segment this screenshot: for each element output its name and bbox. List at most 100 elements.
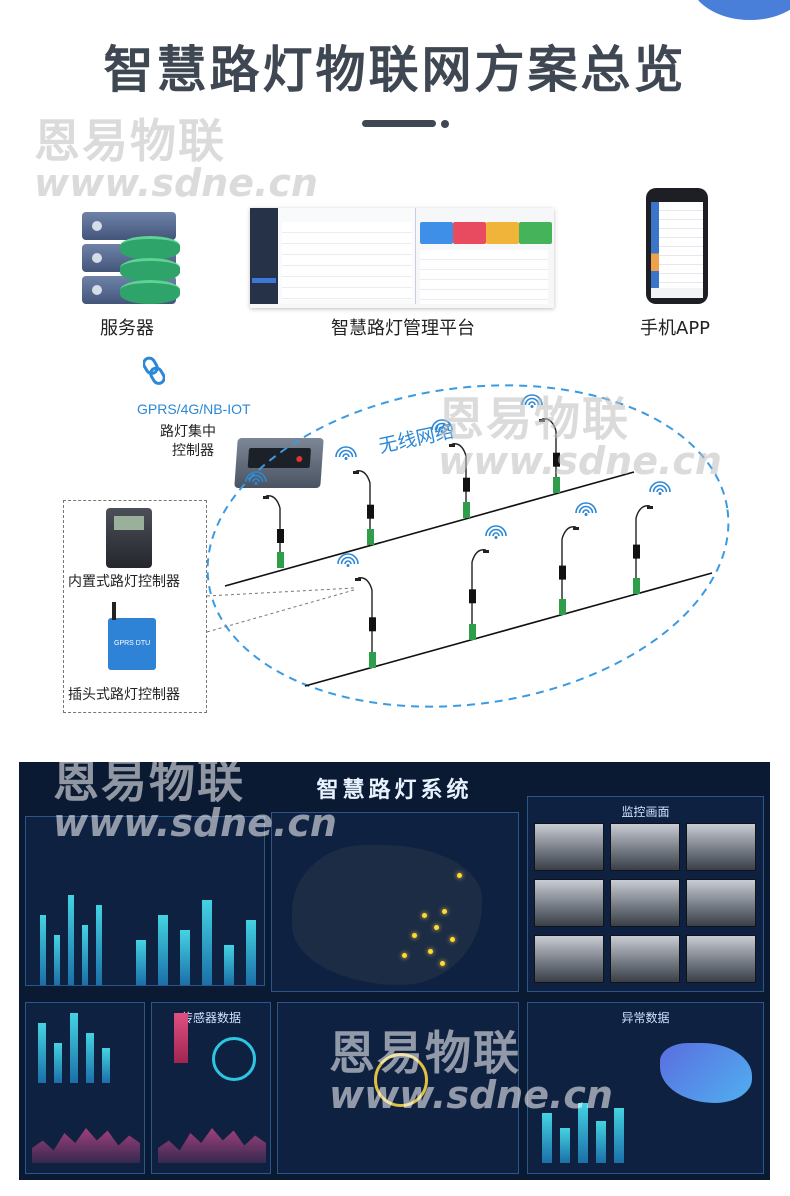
street-light-base [553,477,560,493]
title-underline [362,120,436,127]
wifi-icon [338,449,354,458]
wifi-icon-dot [344,457,348,460]
street-light-base [469,624,476,640]
builtin-controller-device [106,508,152,568]
street-light-controller [559,565,566,580]
street-light-arm [561,526,577,540]
wifi-icon [575,502,597,514]
street-light-base [463,502,470,518]
wifi-icon [344,560,352,565]
wifi-icon [340,556,356,565]
street-light-base [369,652,376,668]
street-light-lamp [263,496,269,499]
street-light-controller [469,589,476,604]
database-icon [120,236,180,308]
street-light-controller [367,504,374,519]
dashboard-panel-stats [25,816,265,986]
server-icon [82,212,182,307]
controller-legend-box [63,500,207,713]
street-light-lamp [647,506,653,509]
wifi-icon [245,471,267,483]
callout-line-builtin [206,587,355,597]
wifi-icon [337,553,359,565]
concentrator-label-line1: 路灯集中 [160,424,216,440]
street-light-lamp [539,419,545,422]
wifi-icon [652,484,668,493]
sensor-panel-title: 传感器数据 [180,1011,241,1025]
dashboard-panel-map [271,812,519,992]
wifi-icon [252,478,260,483]
wifi-icon-dot [440,430,444,433]
wifi-icon [524,397,540,406]
platform-label: 智慧路灯管理平台 [331,318,475,339]
wifi-icon [492,532,500,537]
wifi-icon [521,394,543,406]
street-light-arm [541,418,557,432]
title-dot [441,120,449,128]
wifi-icon [649,481,671,493]
dashboard-title: 智慧路灯系统 [316,778,473,803]
wifi-icon [528,401,536,406]
builtin-controller-label: 内置式路灯控制器 [68,574,180,590]
wifi-icon-dot [346,564,350,567]
street-light-controller [463,477,470,492]
dtu-text: GPRS DTU [114,640,151,647]
china-map [292,845,482,985]
link-icon [143,356,165,385]
platform-screenshot [250,208,554,308]
alarm-panel-title: 异常数据 [621,1011,670,1025]
street-light-arm [357,577,373,591]
wifi-icon [485,525,507,537]
wifi-icon-dot [254,482,258,485]
street-light-controller [633,544,640,559]
street-light-lamp [483,550,489,553]
dashboard-panel-alarm: 异常数据 [527,1002,764,1174]
street-light-arm [451,443,467,457]
street-light-base [367,529,374,545]
plugin-controller-label: 插头式路灯控制器 [68,687,180,703]
street-light-lamp [355,578,361,581]
wifi-icon-dot [584,513,588,516]
street-light-base [633,578,640,594]
app-label: 手机APP [640,318,711,339]
street-light-controller [277,529,284,543]
wifi-icon [582,509,590,514]
wifi-icon [578,505,594,514]
street-light-arm [265,495,281,509]
street-scene [206,384,730,708]
street-light-lamp [353,471,359,474]
callout-line-plugin [206,589,355,633]
road-back [224,471,635,587]
wifi-icon [342,453,350,458]
wifi-icon-dot [494,536,498,539]
wifi-icon-dot [530,405,534,408]
monitor-panel-title: 监控画面 [621,805,670,819]
street-light-lamp [449,444,455,447]
phone-icon [646,188,708,304]
wifi-icon [431,419,453,431]
concentrator-label-line2: 控制器 [172,443,214,459]
wireless-area-ellipse [206,384,730,708]
street-light-arm [471,549,487,563]
street-light-arm [355,470,371,484]
street-light-lamp [573,527,579,530]
dashboard-panel-sensor: 传感器数据 [151,1002,271,1174]
dashboard-panel-realtime [277,1002,519,1174]
wifi-icon [656,488,664,493]
wifi-icon-dot [658,492,662,495]
wifi-icon [434,422,450,431]
dashboard-screenshot: 智慧路灯系统 监控画面 [19,762,770,1180]
server-label: 服务器 [100,318,154,339]
wifi-icon [438,426,446,431]
road-front [304,572,713,687]
street-light-arm [635,505,651,519]
street-light-base [277,552,284,568]
protocol-label: GPRS/4G/NB-IOT [137,401,251,417]
dashboard-panel-monitor: 监控画面 [527,796,764,992]
street-light-controller [369,617,376,632]
wifi-icon [335,446,357,458]
wifi-icon [248,474,264,483]
dashboard-panel-bars [25,1002,145,1174]
plugin-controller-device: GPRS DTU [108,602,156,670]
page-title: 智慧路灯物联网方案总览 [103,41,687,99]
